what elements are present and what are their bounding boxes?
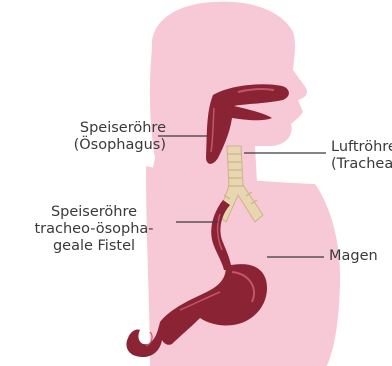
label-fistula-line1: Speiseröhre — [14, 204, 174, 221]
label-esophagus: Speiseröhre (Ösophagus) — [16, 120, 166, 154]
label-esophagus-line1: Speiseröhre — [16, 120, 166, 137]
label-fistula-line2: tracheo-ösopha- — [14, 221, 174, 238]
label-trachea-line1: Luftröhre — [331, 139, 392, 156]
label-esophagus-line2: (Ösophagus) — [16, 137, 166, 154]
label-trachea-line2: (Trachea) — [331, 156, 392, 173]
label-trachea: Luftröhre (Trachea) — [331, 139, 392, 173]
label-stomach: Magen — [329, 248, 378, 265]
label-stomach-line1: Magen — [329, 248, 378, 265]
label-fistula: Speiseröhre tracheo-ösopha- geale Fistel — [14, 204, 174, 255]
label-fistula-line3: geale Fistel — [14, 238, 174, 255]
